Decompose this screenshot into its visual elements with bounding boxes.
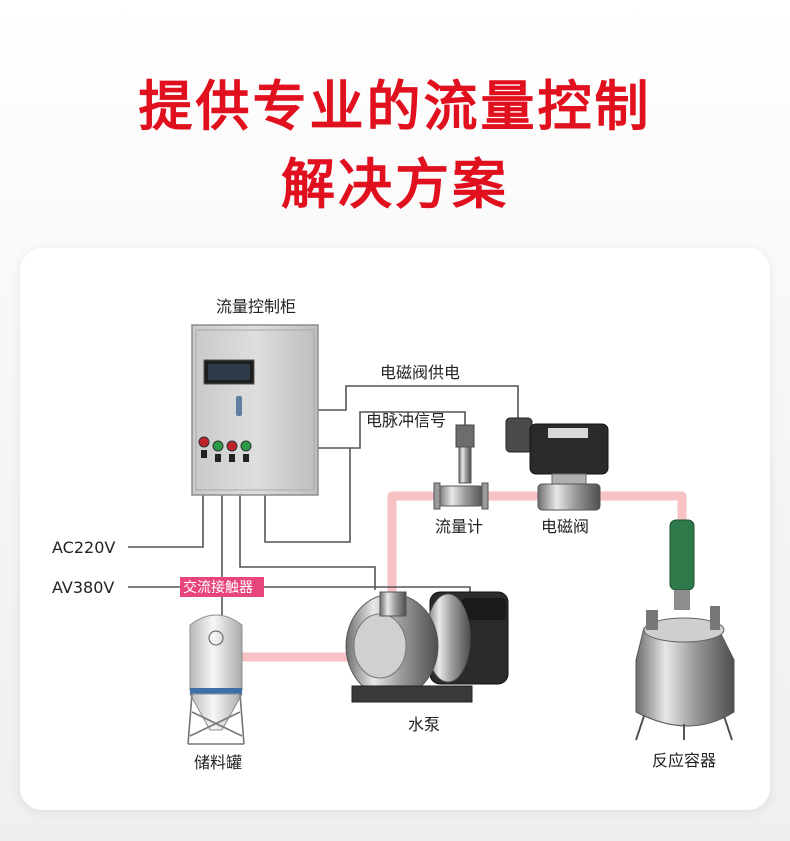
cabinet-button-red-1	[198, 436, 210, 448]
flowmeter-label: 流量计	[435, 517, 483, 536]
wire-pump-power	[239, 495, 376, 590]
av380-label: AV380V	[52, 578, 114, 597]
reactor-vessel	[635, 519, 735, 741]
water-pump	[345, 591, 509, 703]
pump-label: 水泵	[408, 715, 440, 734]
title-line-1: 提供专业的流量控制	[138, 75, 652, 138]
title-line-2: 解决方案	[281, 153, 509, 216]
pulse-signal-label: 电脉冲信号	[366, 411, 446, 430]
wire-flowmeter-return	[264, 448, 351, 543]
cabinet-button-green-2	[240, 440, 252, 452]
ac220-label: AC220V	[52, 538, 115, 557]
tank-logo-icon	[208, 630, 224, 646]
pipe-valve-to-reactor	[598, 491, 687, 535]
wire-av380	[128, 586, 471, 600]
contactor-label: 交流接触器	[183, 579, 253, 596]
cabinet-lock-icon	[236, 396, 242, 416]
flowmeter	[433, 424, 489, 510]
reactor-label: 反应容器	[652, 751, 716, 770]
valve-label: 电磁阀	[541, 517, 589, 536]
storage-tank	[187, 614, 245, 745]
pipe-pump-to-flowmeter	[387, 491, 438, 600]
valve-power-label: 电磁阀供电	[380, 363, 460, 382]
wire-ac220	[128, 495, 204, 548]
solenoid-valve	[505, 417, 609, 511]
control-cabinet	[191, 324, 319, 496]
cabinet-button-red-2	[226, 440, 238, 452]
wire-pulse-signal	[318, 411, 466, 449]
tank-label: 储料罐	[194, 753, 242, 772]
cabinet-label: 流量控制柜	[216, 297, 296, 316]
cabinet-button-green-1	[212, 440, 224, 452]
wire-valve-power	[318, 385, 519, 418]
contactor-badge	[180, 577, 264, 597]
